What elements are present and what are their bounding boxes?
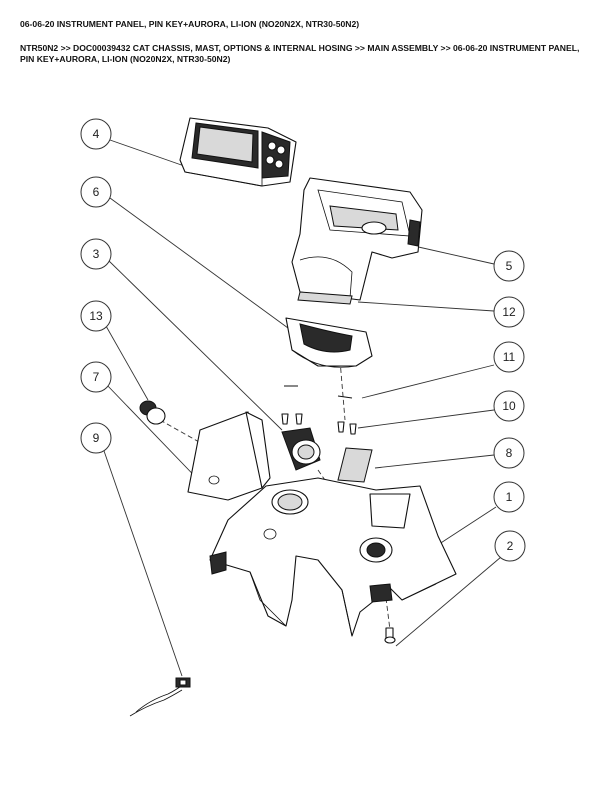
- assembly-line-screws: [339, 359, 346, 421]
- part-8-label: [337, 447, 373, 483]
- callout-label: 9: [93, 431, 100, 445]
- leader-3: [107, 259, 283, 431]
- callout-13: 13: [80, 300, 112, 332]
- leader-13: [105, 325, 149, 401]
- part-3-key-switch: [281, 427, 321, 471]
- callout-2: 2: [494, 530, 526, 562]
- callout-label: 5: [506, 259, 513, 273]
- callout-label: 3: [93, 247, 100, 261]
- part-7-bracket: [187, 411, 271, 501]
- callout-label: 1: [506, 490, 513, 504]
- callout-label: 12: [502, 305, 516, 319]
- callout-label: 10: [502, 399, 516, 413]
- callout-6: 6: [80, 176, 112, 208]
- callout-11: 11: [493, 341, 525, 373]
- part-4-display: [179, 117, 297, 187]
- callout-5: 5: [493, 250, 525, 282]
- leader-4: [109, 139, 191, 169]
- part-2-bolt: [384, 627, 396, 644]
- leader-9: [102, 447, 183, 677]
- breadcrumb: NTR50N2 >> DOC00039432 CAT CHASSIS, MAST…: [20, 43, 580, 64]
- callout-label: 8: [506, 446, 513, 460]
- part-10-screws: [281, 413, 357, 435]
- callout-8: 8: [493, 437, 525, 469]
- part-12-strip: [297, 291, 353, 305]
- callout-3: 3: [80, 238, 112, 270]
- part-1-main-panel: [209, 477, 457, 637]
- part-5-upper-housing: [291, 177, 423, 301]
- leader-2: [395, 556, 502, 647]
- callout-label: 6: [93, 185, 100, 199]
- leader-11: [361, 364, 495, 399]
- callout-12: 12: [493, 296, 525, 328]
- callout-label: 11: [503, 350, 516, 364]
- leader-12: [357, 301, 495, 312]
- callout-label: 13: [89, 309, 103, 323]
- callout-9: 9: [80, 422, 112, 454]
- callout-10: 10: [493, 390, 525, 422]
- callout-label: 4: [93, 127, 100, 141]
- assembly-line-bolt: [384, 589, 391, 631]
- part-9-harness: [129, 677, 191, 717]
- leader-6: [109, 197, 289, 329]
- page-title: 06-06-20 INSTRUMENT PANEL, PIN KEY+AUROR…: [20, 19, 360, 29]
- leader-8: [374, 454, 495, 469]
- leader-5: [413, 245, 495, 265]
- leader-10: [357, 409, 495, 429]
- callout-7: 7: [80, 361, 112, 393]
- part-11-clips: [284, 385, 353, 399]
- callout-label: 7: [93, 370, 100, 384]
- callout-1: 1: [493, 481, 525, 513]
- callout-label: 2: [507, 539, 514, 553]
- part-6-lower-shroud: [285, 317, 373, 368]
- callout-4: 4: [80, 118, 112, 150]
- part-13-plug: [139, 400, 166, 425]
